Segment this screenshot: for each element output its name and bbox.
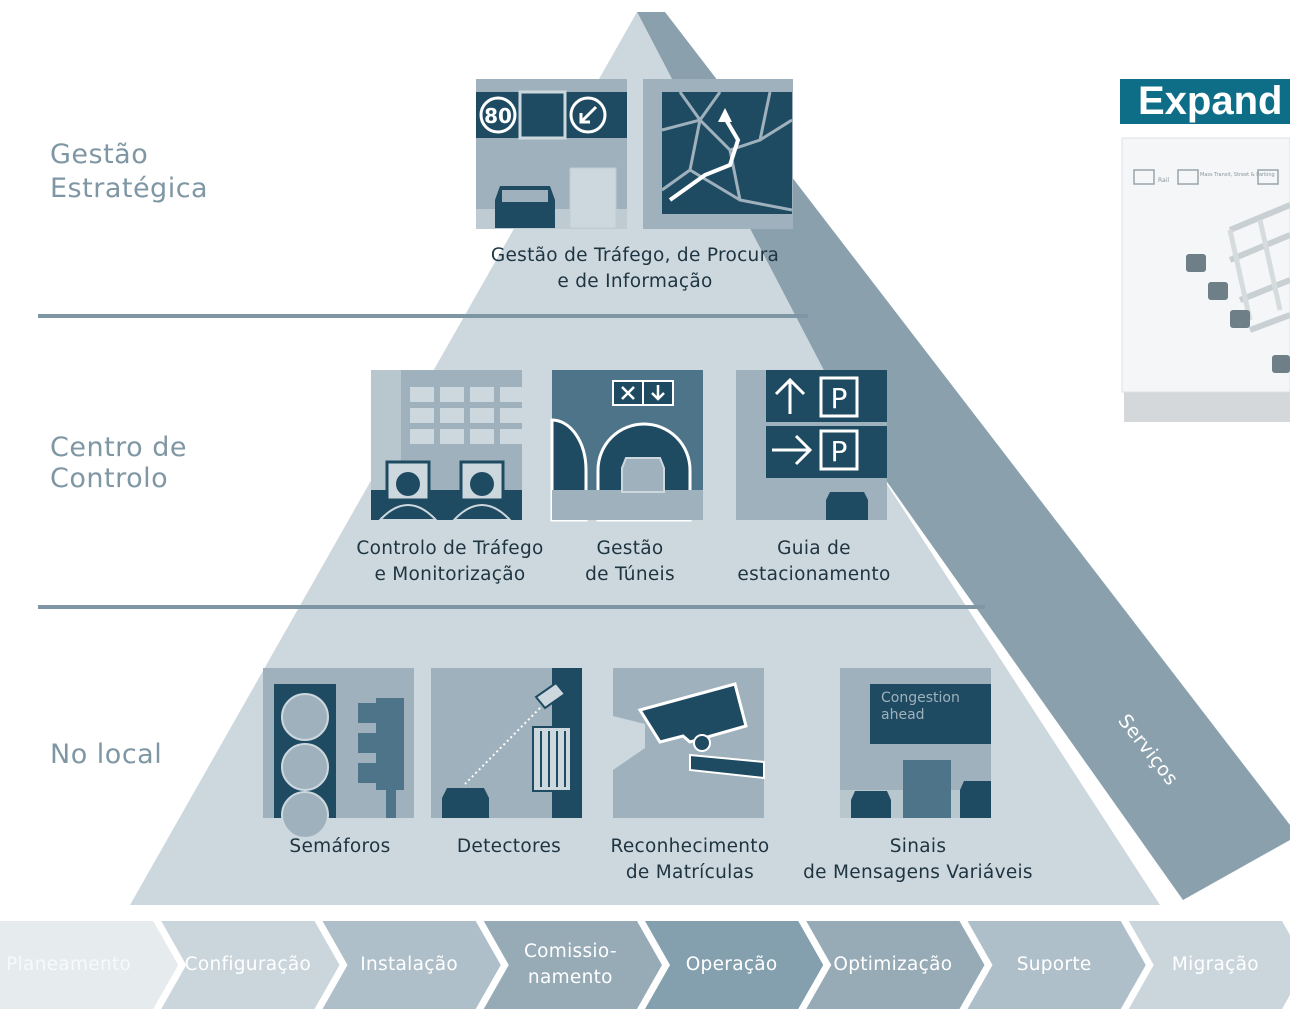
caption-tunnel-line1: Gestão [596,538,664,559]
process-step-line1: Configuração [184,954,312,975]
caption-signals-line1: Semáforos [289,836,391,857]
traffic-signal-icon [263,668,414,839]
level-control-line1: Centro de [50,432,188,463]
process-step-line1: Comissio- [523,941,617,962]
process-chevron-7 [967,921,1146,1009]
process-chevron-4 [483,921,662,1009]
process-chevron-5 [645,921,824,1009]
process-step-label-4: Comissio-namento [524,939,617,991]
caption-tunnel-line2: de Túneis [585,564,675,585]
caption-traffic-control-line1: Controlo de Tráfego [356,538,544,559]
vms-sign-line2: ahead [881,707,925,723]
parking-p-upper: P [831,382,848,415]
process-chevron-8 [1128,921,1290,1009]
caption-traffic-demand-line1: Gestão de Tráfego, de Procura [490,245,780,266]
process-chevron-1 [0,921,179,1009]
process-chevron-2 [161,921,340,1009]
tunnel-icon [550,370,703,522]
caption-tunnel: Gestão de Túneis [560,536,700,588]
plate-camera-icon [613,668,765,818]
expand-thumbnail[interactable]: Rail Mass Transit, Street & Parking [1121,137,1290,422]
process-step-line1: Planeamento [6,954,132,975]
control-room-icon [371,370,522,521]
parking-guidance-icon: P P [736,370,887,520]
process-step-label-1: Planeamento [6,952,131,978]
caption-parking-line1: Guia de [777,538,851,559]
process-bar [0,921,1290,1009]
parking-p-lower: P [831,435,848,468]
level-control-label: Centro de Controlo [50,432,187,494]
caption-vms: Sinais de Mensagens Variáveis [790,834,1046,886]
process-step-line1: Migração [1171,954,1259,975]
expand-title[interactable]: Expand [1120,79,1290,124]
caption-plates-line2: de Matrículas [625,862,755,883]
caption-signals: Semáforos [270,834,410,860]
process-step-label-2: Configuração [185,952,311,978]
process-step-label-6: Optimização [833,952,952,978]
process-step-line2: namento [527,967,613,988]
level-strategic-line2: Estratégica [50,173,209,204]
caption-traffic-demand-line2: e de Informação [557,271,713,292]
caption-traffic-control: Controlo de Tráfego e Monitorização [340,536,560,588]
process-step-label-8: Migração [1172,952,1259,978]
process-chevron-6 [806,921,985,1009]
level-field-label: No local [50,738,162,772]
level-strategic-line1: Gestão [50,139,149,170]
services-band [637,12,1290,900]
level-control-line2: Controlo [50,463,169,494]
caption-traffic-control-line2: e Monitorização [374,564,526,585]
thumb-legend-rail: Rail [1158,177,1169,184]
process-chevron-3 [322,921,501,1009]
caption-detectors-line1: Detectores [456,836,562,857]
level-strategic-label: Gestão Estratégica [50,138,208,206]
caption-parking-line2: estacionamento [737,564,891,585]
caption-vms-line2: de Mensagens Variáveis [803,862,1033,883]
detector-icon [431,668,582,818]
variable-message-sign-icon: Congestion ahead [840,668,991,818]
level-field-line1: No local [50,739,163,770]
thumb-legend-transit: Mass Transit, Street & Parking [1200,172,1275,178]
process-step-label-3: Instalação [360,952,458,978]
speed-sign-text: 80 [484,104,512,128]
process-step-line1: Instalação [360,954,458,975]
network-map-icon [643,79,793,229]
vms-sign-line1: Congestion [881,690,960,706]
caption-traffic-demand: Gestão de Tráfego, de Procura e de Infor… [470,243,800,295]
process-step-label-5: Operação [686,952,778,978]
caption-plates-line1: Reconhecimento [610,836,770,857]
caption-plates: Reconhecimento de Matrículas [600,834,780,886]
caption-detectors: Detectores [440,834,578,860]
process-step-line1: Operação [685,954,778,975]
caption-parking: Guia de estacionamento [724,536,904,588]
process-step-label-7: Suporte [1017,952,1092,978]
process-step-line1: Optimização [833,954,953,975]
traffic-management-icon: 80 [476,79,627,229]
caption-vms-line1: Sinais [889,836,947,857]
process-step-line1: Suporte [1016,954,1092,975]
